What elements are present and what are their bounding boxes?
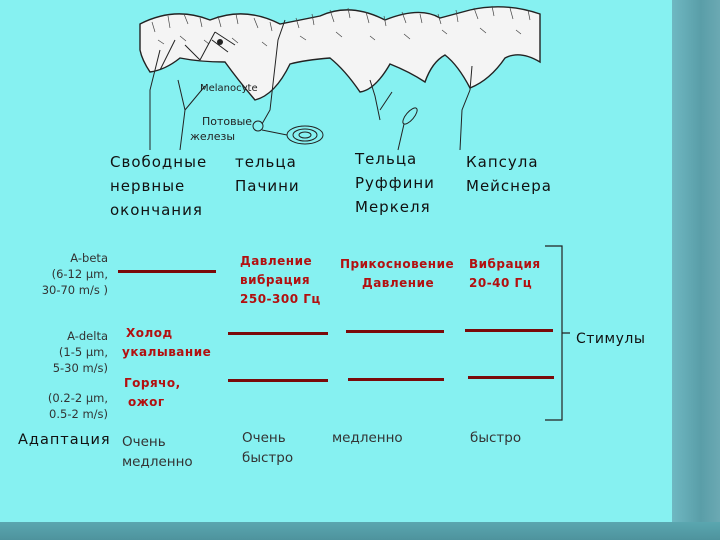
header-meissner-line1: Капсула (466, 153, 539, 171)
modality-pacini-line3: 250-300 Гц (240, 292, 321, 306)
adaptation-pacini-line2: быстро (242, 450, 294, 466)
fiber-abeta-line1: A-beta (70, 251, 108, 265)
header-free-line1: Свободные (110, 153, 208, 171)
modality-ruffini-line2: Давление (362, 276, 435, 290)
adaptation-free-line2: медленно (122, 454, 193, 470)
adaptation-pacini-line1: Очень (242, 430, 286, 446)
header-pacini-line2: Пачини (235, 177, 300, 195)
modality-ruffini-line1: Прикосновение (340, 257, 455, 271)
header-ruffini: Тельца Руффини Меркеля (355, 147, 435, 219)
modality-heat-line1: Горячо, (124, 376, 181, 390)
bar-meissner-row1 (465, 329, 553, 332)
adaptation-ruffini: медленно (332, 430, 403, 446)
sweat-glands-label-line2: железы (190, 130, 236, 143)
fiber-adelta: A-delta (1-5 μm, 5-30 m/s) (30, 328, 108, 376)
modality-pacini-line1: Давление (240, 254, 313, 268)
slide-edge-right (672, 0, 720, 540)
header-meissner: Капсула Мейснера (466, 150, 552, 198)
melanocyte-icon (217, 39, 223, 45)
modality-heat: Горячо, ожог (124, 374, 181, 412)
slide: Melanocyte Потовые железы Свободные нерв… (0, 0, 672, 522)
fiber-abeta-line2: (6-12 μm, (51, 267, 108, 281)
bar-ruffini-row1 (346, 330, 444, 333)
modality-cold-line1: Холод (126, 326, 173, 340)
skin-illustration (139, 5, 541, 151)
header-free-line3: окончания (110, 201, 203, 219)
modality-pacini: Давление вибрация 250-300 Гц (240, 252, 321, 309)
modality-meissner: Вибрация 20-40 Гц (469, 255, 541, 293)
bar-free-abeta (118, 270, 216, 273)
modality-cold: Холод укалывание (122, 324, 211, 362)
fiber-adelta-line3: 5-30 m/s) (52, 361, 108, 375)
sweat-gland-icon (252, 120, 264, 132)
modality-meissner-line1: Вибрация (469, 257, 541, 271)
modality-ruffini: Прикосновение Давление (340, 255, 454, 293)
fiber-c: (0.2-2 μm, 0.5-2 m/s) (30, 390, 108, 422)
header-ruffini-line3: Меркеля (355, 198, 431, 216)
fiber-abeta: A-beta (6-12 μm, 30-70 m/s ) (30, 250, 108, 298)
modality-meissner-line2: 20-40 Гц (469, 276, 533, 290)
header-meissner-line2: Мейснера (466, 177, 552, 195)
bar-meissner-row2 (468, 376, 554, 379)
header-free-endings: Свободные нервные окончания (110, 150, 207, 222)
sweat-glands-label-line1: Потовые (202, 115, 253, 128)
modality-heat-line2: ожог (128, 395, 165, 409)
adaptation-free: Очень медленно (122, 432, 193, 472)
header-pacini: тельца Пачини (235, 150, 300, 198)
fiber-c-line2: 0.5-2 m/s) (49, 407, 108, 421)
stimuli-label: Стимулы (576, 331, 646, 347)
bar-pacini-row2 (228, 379, 328, 382)
slide-edge-bottom (0, 522, 720, 540)
header-ruffini-line2: Руффини (355, 174, 435, 192)
adaptation-meissner: быстро (470, 430, 522, 446)
fiber-adelta-line2: (1-5 μm, (58, 345, 108, 359)
bar-ruffini-row2 (348, 378, 444, 381)
melanocyte-label: Melanocyte (200, 83, 258, 94)
modality-cold-line2: укалывание (122, 345, 212, 359)
bar-pacini-row1 (228, 332, 328, 335)
adaptation-pacini: Очень быстро (242, 428, 293, 468)
adaptation-label: Адаптация (18, 432, 111, 448)
header-ruffini-line1: Тельца (355, 150, 418, 168)
fiber-adelta-line1: A-delta (67, 329, 108, 343)
fiber-abeta-line3: 30-70 m/s ) (41, 283, 108, 297)
modality-pacini-line2: вибрация (240, 273, 311, 287)
header-pacini-line1: тельца (235, 153, 297, 171)
stimuli-bracket (545, 245, 570, 421)
fiber-c-line1: (0.2-2 μm, (47, 391, 108, 405)
header-free-line2: нервные (110, 177, 186, 195)
adaptation-free-line1: Очень (122, 434, 166, 450)
